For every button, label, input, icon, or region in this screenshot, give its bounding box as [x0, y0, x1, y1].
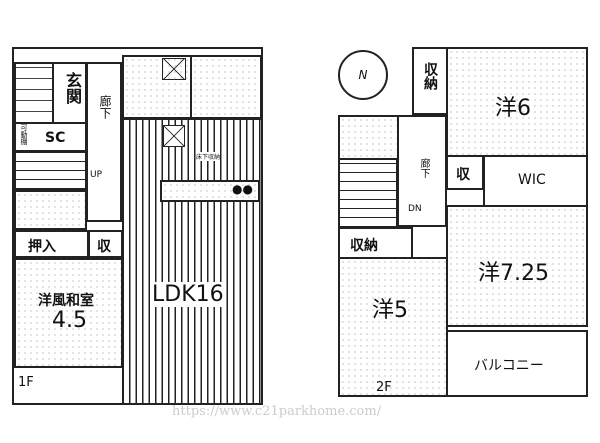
dn-label: DN	[408, 204, 422, 214]
room-7-25	[446, 205, 588, 327]
entrance	[52, 62, 87, 124]
shoe-closet-label: SC	[45, 130, 66, 146]
vent-icon	[162, 58, 186, 80]
storage-1f	[88, 230, 123, 258]
washitsu-size: 4.5	[52, 308, 87, 333]
balcony-label: バルコニー	[474, 358, 544, 374]
room-6-label: 洋6	[495, 90, 531, 122]
bathroom	[190, 55, 262, 119]
oshiire-label: 押入	[28, 239, 56, 255]
storage-small-2f	[446, 155, 484, 190]
toilet-2f	[338, 115, 408, 160]
compass-icon: N	[338, 50, 388, 100]
hallway-1f-label: 廊下	[98, 95, 112, 119]
storage-left-label: 収納	[350, 238, 378, 254]
room-6	[446, 47, 588, 157]
compass-n: N	[358, 68, 368, 82]
storage-small-label: 収	[456, 167, 470, 183]
stairs-2f	[338, 158, 398, 228]
watermark: https://www.c21parkhome.com/	[172, 404, 382, 419]
room-5-name: 洋	[372, 298, 395, 323]
room-6-size: 6	[517, 96, 532, 121]
kitchen-counter	[160, 180, 260, 202]
pantry-icon	[163, 125, 185, 147]
hallway-1f	[86, 62, 122, 222]
floor2-label: 2F	[376, 380, 392, 395]
washroom	[122, 55, 192, 119]
entrance-porch	[14, 62, 54, 124]
washitsu-name: 洋風和室	[38, 293, 94, 309]
floor1-label: 1F	[18, 375, 34, 390]
hallway-2f	[397, 115, 447, 227]
entrance-label: 玄関	[63, 72, 82, 104]
wic-label: WIC	[518, 172, 546, 188]
room-7-25-label: 洋7.25	[478, 255, 549, 287]
washitsu	[14, 258, 123, 368]
stairs-1f	[14, 150, 87, 190]
room-7-25-name: 洋	[478, 261, 501, 286]
room-5-size: 5	[394, 298, 409, 323]
room-6-name: 洋	[495, 96, 518, 121]
storage-top-label: 収納	[422, 62, 438, 90]
storage-1f-label: 収	[97, 239, 111, 255]
underfloor-storage-label: 床下収納	[196, 152, 221, 161]
balcony	[446, 330, 588, 397]
room-7-25-size: 7.25	[500, 261, 549, 286]
toilet-1f	[14, 190, 87, 230]
room-5-label: 洋5	[372, 292, 408, 324]
room-5	[338, 257, 448, 397]
movable-shelf-label: 可動棚	[20, 124, 28, 145]
hallway-2f-label: 廊下	[418, 158, 429, 178]
up-label: UP	[90, 170, 103, 180]
stove-icon: ●●	[232, 182, 253, 196]
ldk	[122, 118, 263, 405]
ldk-label: LDK16	[150, 282, 226, 307]
